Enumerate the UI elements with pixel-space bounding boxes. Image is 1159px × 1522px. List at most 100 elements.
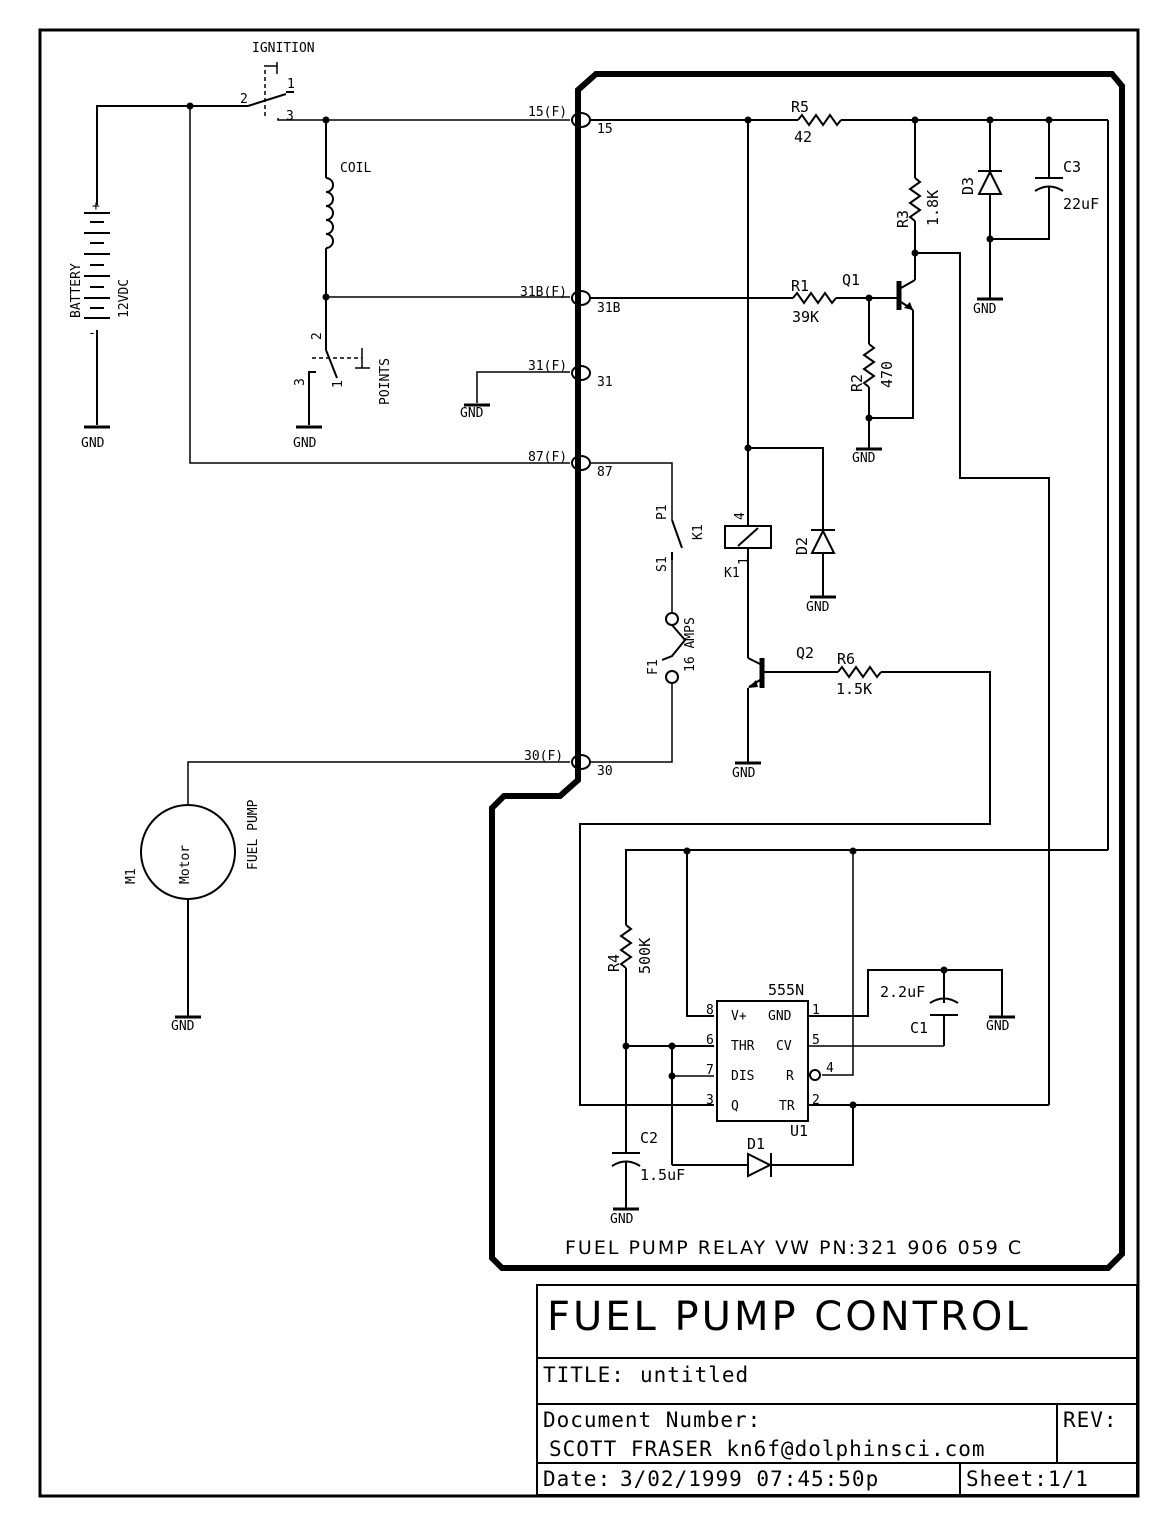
connector-inner-label: 30: [597, 764, 613, 779]
q1-ref: Q1: [842, 271, 860, 289]
ground-label: GND: [610, 1212, 634, 1227]
connector-outer-label: 31B(F): [520, 285, 567, 300]
points-label: POINTS: [378, 358, 393, 405]
ground-label: GND: [852, 451, 876, 466]
wire: [590, 462, 673, 520]
k1-coil-pin-1: 1: [737, 557, 752, 565]
wire-battery-plus: [96, 105, 248, 195]
r2-ref: R2: [848, 374, 866, 392]
svg-text:TR: TR: [779, 1099, 795, 1114]
connector-outer-label: 87(F): [528, 450, 567, 465]
diode-d2: [810, 528, 836, 554]
diode-d3: [977, 169, 1003, 195]
wire: [748, 447, 824, 530]
ignition-switch: [247, 62, 294, 121]
d3-ref: D3: [959, 177, 977, 195]
r1-value: 39K: [792, 308, 819, 326]
svg-text:3: 3: [706, 1093, 714, 1108]
f1-value: 16 AMPS: [683, 617, 698, 672]
ground-label: GND: [986, 1019, 1010, 1034]
wire: [771, 1105, 854, 1166]
motor-ref: M1: [124, 868, 139, 884]
resistor-r3: [908, 177, 922, 222]
ground-label: GND: [732, 766, 756, 781]
coil-label: COIL: [340, 161, 371, 176]
ground-label: GND: [973, 302, 997, 317]
r5-value: 42: [794, 128, 812, 146]
r2-value: 470: [878, 361, 896, 388]
r4-ref: R4: [605, 954, 623, 972]
svg-text:8: 8: [706, 1003, 714, 1018]
connector-inner-label: 87: [597, 465, 613, 480]
wire-terminal-30: [187, 761, 570, 805]
r4-value: 500K: [636, 938, 654, 974]
resistor-r5: [797, 113, 842, 127]
svg-text:4: 4: [826, 1061, 834, 1076]
wire-terminal-87: [189, 106, 570, 464]
wire: [625, 849, 1108, 925]
transistor-q1: [896, 253, 916, 311]
svg-text:Q: Q: [731, 1099, 739, 1114]
q2-ref: Q2: [796, 644, 814, 662]
battery-voltage-label: 12VDC: [117, 279, 132, 318]
r3-ref: R3: [894, 210, 912, 228]
title-value: untitled: [640, 1363, 749, 1387]
svg-text:7: 7: [706, 1063, 714, 1078]
resistor-r4: [619, 924, 633, 969]
project-title: FUEL PUMP CONTROL: [547, 1294, 1031, 1340]
c1-ref: C1: [910, 1019, 928, 1037]
sheet-label: Sheet:: [966, 1467, 1048, 1491]
svg-text:CV: CV: [776, 1039, 792, 1054]
fuse-f1: [661, 612, 687, 684]
battery-plus-label: +: [92, 199, 100, 214]
ground-label: GND: [460, 406, 484, 421]
connector-inner-label: 31: [597, 375, 613, 390]
r5-ref: R5: [791, 98, 809, 116]
ignition-pin-2: 2: [240, 92, 248, 107]
wire-terminal-31: [476, 371, 570, 403]
capacitor-c1: [929, 970, 959, 1046]
k1-coil-pin-4: 4: [733, 512, 748, 520]
k1-coil-ref: K1: [724, 566, 740, 581]
ground-label: GND: [81, 436, 105, 451]
ignition-pin-3: 3: [286, 109, 294, 124]
title-label: TITLE:: [543, 1363, 625, 1387]
svg-text:V+: V+: [731, 1009, 747, 1024]
relay-coil-k1: [724, 525, 772, 549]
connector-31: 31(F) 31: [528, 359, 613, 390]
relay-housing-outline: [489, 71, 1125, 1271]
wire: [915, 252, 1050, 1105]
svg-text:1: 1: [812, 1003, 820, 1018]
r6-ref: R6: [837, 650, 855, 668]
svg-text:R: R: [786, 1069, 794, 1084]
ic-u1-body: [716, 1000, 809, 1122]
connector-outer-label: 15(F): [528, 105, 567, 120]
wire: [808, 969, 1003, 1017]
diode-d1: [747, 1152, 773, 1178]
date-label: Date:: [543, 1467, 611, 1491]
k1-contact-p1: P1: [655, 504, 670, 520]
svg-text:DIS: DIS: [731, 1069, 754, 1084]
u1-ref: U1: [790, 1122, 808, 1140]
resistor-r2: [862, 343, 876, 388]
c3-value: 22uF: [1063, 195, 1099, 213]
battery-minus-label: -: [88, 326, 96, 341]
d2-ref: D2: [793, 537, 811, 555]
wire: [590, 683, 673, 763]
document-number-label: Document Number:: [543, 1408, 761, 1432]
connector-inner-label: 15: [597, 122, 613, 137]
connector-outer-label: 30(F): [524, 749, 563, 764]
title-block: [536, 1284, 1138, 1496]
points-pin-3: 3: [293, 378, 308, 386]
battery-symbol: [84, 195, 110, 425]
points-pin-2: 2: [310, 332, 325, 340]
connector-inner-label: 31B: [597, 301, 621, 316]
connector-31b: 31B(F) 31B: [520, 285, 621, 316]
c2-ref: C2: [640, 1129, 658, 1147]
svg-text:2: 2: [812, 1093, 820, 1108]
wire: [579, 671, 991, 1106]
resistor-r1: [792, 291, 837, 305]
motor-label: FUEL PUMP: [246, 799, 261, 870]
k1-contact-s1: S1: [655, 556, 670, 572]
author-label: SCOTT FRASER kn6f@dolphinsci.com: [549, 1437, 986, 1461]
